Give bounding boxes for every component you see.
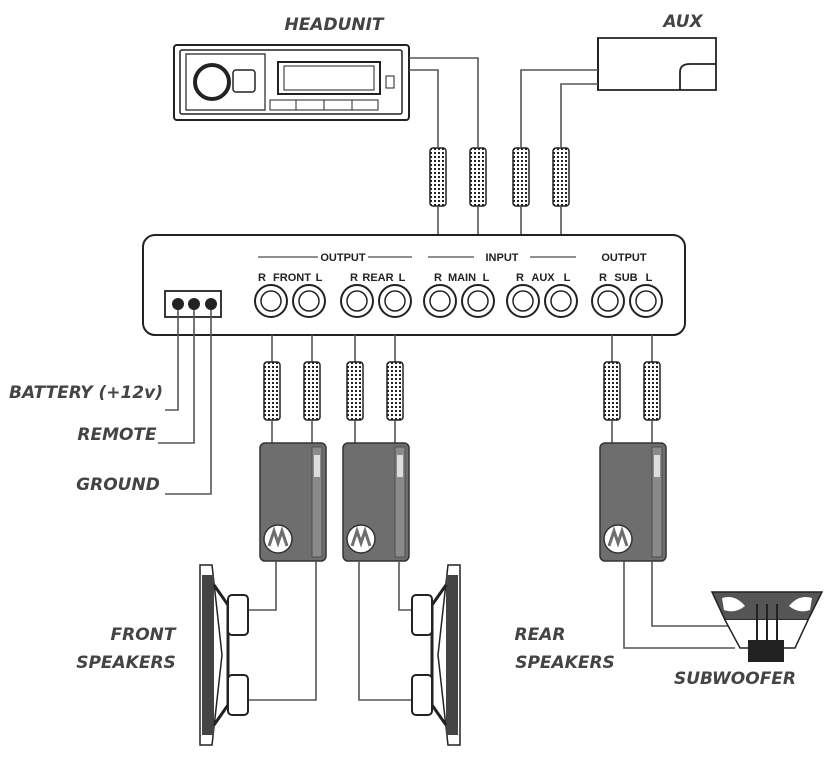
rca-plug [512, 147, 530, 207]
headunit-label: HEADUNIT [284, 15, 384, 35]
aux-wire-r [520, 69, 598, 140]
amplifier-front [258, 441, 328, 563]
battery-label: BATTERY (+12v) [9, 383, 163, 403]
panel-jacks [254, 284, 663, 318]
port-front-name: FRONT [273, 272, 311, 284]
port-aux-r: R [516, 272, 524, 284]
sub-wire [651, 561, 742, 627]
remote-label: REMOTE [77, 425, 157, 445]
port-rear-r: R [350, 272, 358, 284]
jack-sub-l [629, 284, 663, 318]
amplifier-rear [341, 441, 411, 563]
rca-plug [552, 147, 570, 207]
port-rear-name: REAR [362, 272, 393, 284]
aux-wire-l [560, 83, 598, 140]
battery-wire [165, 310, 179, 411]
sub-wire [623, 561, 735, 649]
headunit-wire-l [409, 57, 479, 140]
subwoofer [710, 591, 824, 662]
speaker-wire [358, 561, 414, 701]
jack-aux-l [544, 284, 578, 318]
ground-wire [165, 310, 212, 495]
power-terminal-block [164, 290, 222, 318]
headunit [173, 44, 410, 121]
output-left-label: OUTPUT [320, 252, 366, 264]
speaker-wire [246, 561, 317, 701]
port-front-r: R [258, 272, 266, 284]
port-aux-l: L [564, 272, 571, 284]
aux-device [597, 37, 717, 91]
port-main-name: MAIN [448, 272, 476, 284]
jack-aux-r [506, 284, 540, 318]
rca-plug [429, 147, 447, 207]
aux-label: AUX [661, 12, 703, 32]
jack-rear-r [340, 284, 374, 318]
jack-front-r [254, 284, 288, 318]
front-speakers-label-1: FRONT [111, 625, 177, 645]
remote-wire [158, 310, 195, 444]
port-aux-name: AUX [531, 272, 555, 284]
ground-label: GROUND [76, 475, 160, 495]
port-sub-l: L [646, 272, 653, 284]
rear-speakers-label-2: SPEAKERS [515, 653, 615, 673]
front-speakers [198, 563, 250, 747]
headunit-wire-r [409, 69, 439, 140]
rear-speakers-label-1: REAR [515, 625, 566, 645]
subwoofer-label: SUBWOOFER [674, 669, 796, 689]
port-main-r: R [434, 272, 442, 284]
speaker-wire [398, 561, 414, 611]
rca-plug [469, 147, 487, 207]
rear-speakers [410, 563, 462, 747]
front-speakers-label-2: SPEAKERS [76, 653, 176, 673]
jack-main-l [461, 284, 495, 318]
jack-sub-r [591, 284, 625, 318]
port-main-l: L [483, 272, 490, 284]
jack-front-l [292, 284, 326, 318]
jack-rear-l [378, 284, 412, 318]
output-right-label: OUTPUT [601, 252, 647, 264]
port-sub-r: R [599, 272, 607, 284]
jack-main-r [423, 284, 457, 318]
port-rear-l: L [399, 272, 406, 284]
port-sub-name: SUB [614, 272, 637, 284]
speaker-wire [246, 561, 277, 611]
lower-rca-cables [263, 335, 661, 445]
port-front-l: L [316, 272, 323, 284]
amplifier-sub [598, 441, 668, 563]
port-labels: R FRONT L R REAR L R MAIN L R AUX L R SU… [258, 272, 653, 284]
input-label: INPUT [486, 252, 519, 264]
